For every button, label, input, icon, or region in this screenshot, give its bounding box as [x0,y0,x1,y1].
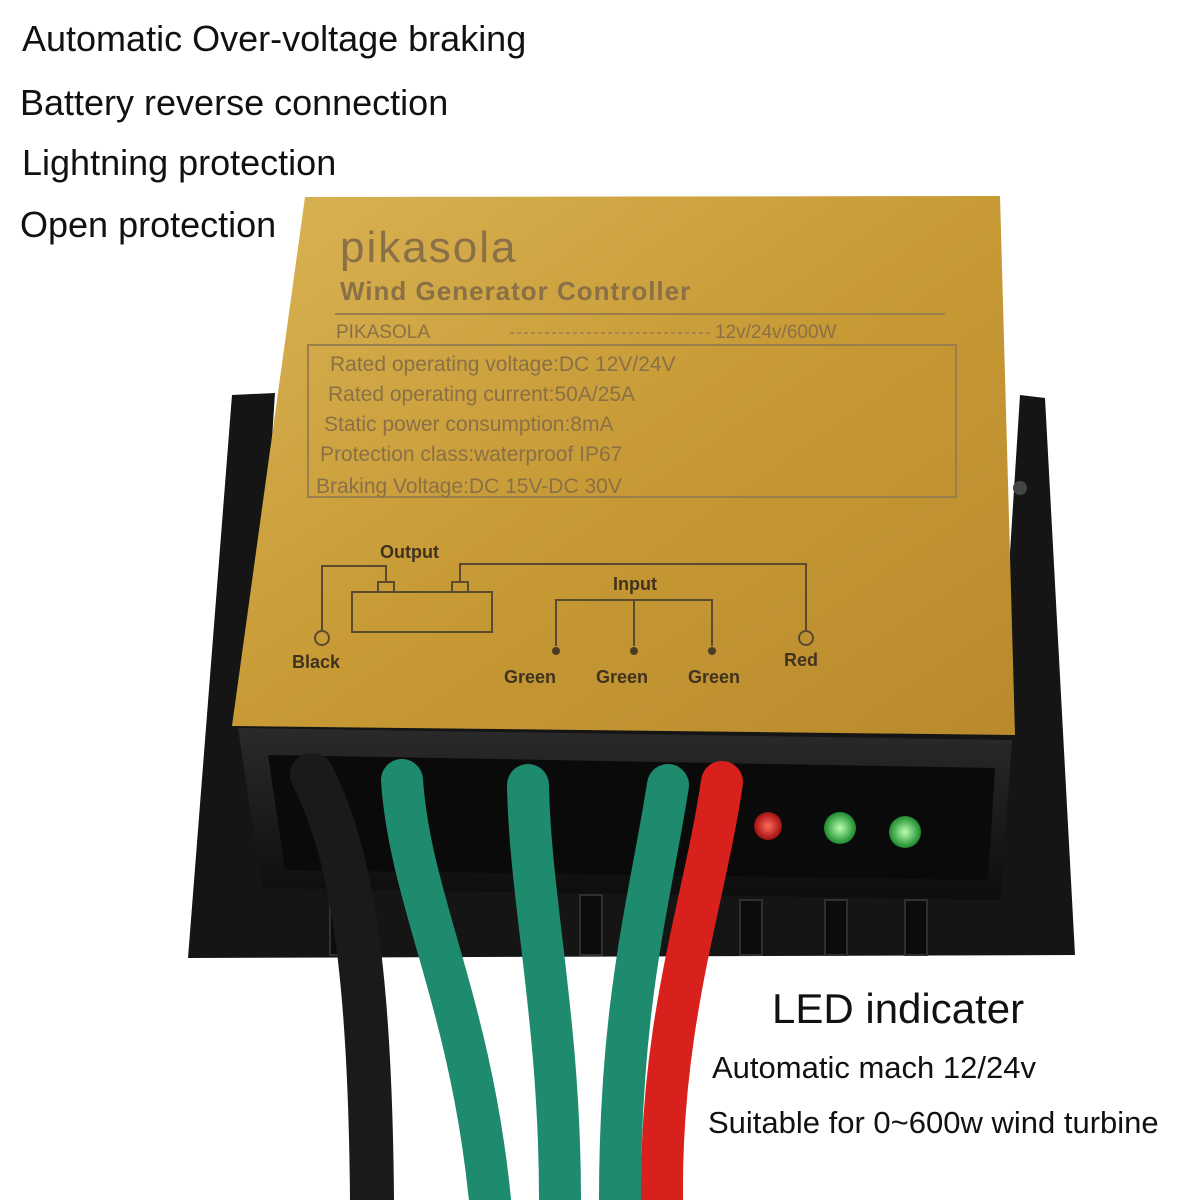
spec-current: Rated operating current:50A/25A [328,383,635,406]
wire-black [290,753,394,1200]
product-name: Wind Generator Controller [340,276,691,306]
wire-green-2 [507,764,581,1200]
wire-green-3 [599,764,689,1200]
diagram-green-3: Green [688,667,740,687]
feature-battery-reverse: Battery reverse connection [20,82,449,123]
wire-red [640,761,743,1200]
label-plate [232,196,1015,735]
led-indicator-title: LED indicater [772,985,1025,1032]
feature-overvoltage-braking: Automatic Over-voltage braking [22,18,527,59]
spec-protection: Protection class:waterproof IP67 [320,443,622,466]
feature-lightning-protection: Lightning protection [22,142,337,183]
led-red [754,812,782,840]
housing-face [268,755,995,880]
feature-open-protection: Open protection [20,204,277,245]
model-spec: 12v/24v/600W [715,322,837,343]
auto-match-text: Automatic mach 12/24v [712,1050,1036,1085]
spec-power: Static power consumption:8mA [324,413,613,436]
model-name: PIKASOLA [336,322,430,343]
led-green-2 [889,816,921,848]
diagram-input: Input [613,574,657,594]
diagram-green-1: Green [504,667,556,687]
spec-voltage: Rated operating voltage:DC 12V/24V [330,353,676,376]
wire-green-1 [381,759,511,1200]
diagram-red: Red [784,650,818,670]
suitable-text: Suitable for 0~600w wind turbine [708,1105,1159,1140]
diagram-green-2: Green [596,667,648,687]
wires [290,753,743,1200]
wiring-diagram [314,563,814,646]
label-content: pikasola Wind Generator Controller PIKAS… [292,223,957,687]
led-green-1 [824,812,856,844]
diagram-output: Output [380,542,439,562]
diagram-black: Black [292,652,341,672]
spec-braking: Braking Voltage:DC 15V-DC 30V [316,475,622,498]
brand-logo: pikasola [340,223,517,272]
mount-hole [1013,481,1027,495]
